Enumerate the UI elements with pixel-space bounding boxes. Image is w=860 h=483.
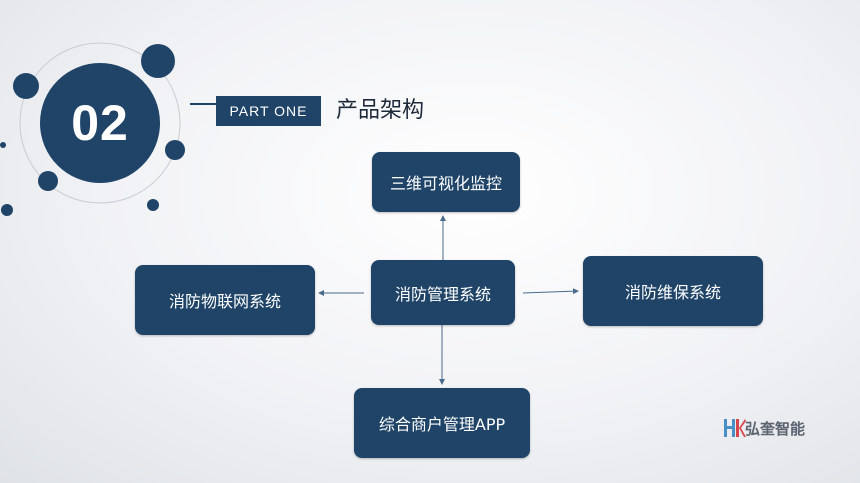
node-fire-maintenance-system: 消防维保系统 — [583, 256, 763, 326]
deco-dot-large — [141, 44, 175, 78]
section-number: 02 — [71, 95, 129, 151]
edge-center-right — [522, 288, 579, 295]
logo-name: 弘奎智能 — [745, 420, 806, 438]
node-fire-iot-system: 消防物联网系统 — [135, 265, 315, 335]
node-3d-visual-monitoring: 三维可视化监控 — [372, 152, 520, 212]
node-merchant-app: 综合商户管理APP — [354, 388, 530, 458]
deco-dot-right — [165, 140, 185, 160]
deco-dot-edge — [1, 204, 13, 216]
part-label: PART ONE — [216, 96, 321, 126]
part-line — [190, 103, 220, 105]
deco-dot-tiny — [0, 142, 6, 148]
outer-ring — [19, 42, 181, 204]
badge-circle — [40, 63, 160, 183]
section-title: 产品架构 — [336, 98, 425, 123]
deco-dot-bottom-left — [38, 171, 58, 191]
node-fire-management-system: 消防管理系统 — [371, 260, 515, 325]
deco-dot-small — [147, 199, 159, 211]
deco-dot-left — [13, 73, 39, 99]
logo-mark-icon — [724, 419, 746, 437]
